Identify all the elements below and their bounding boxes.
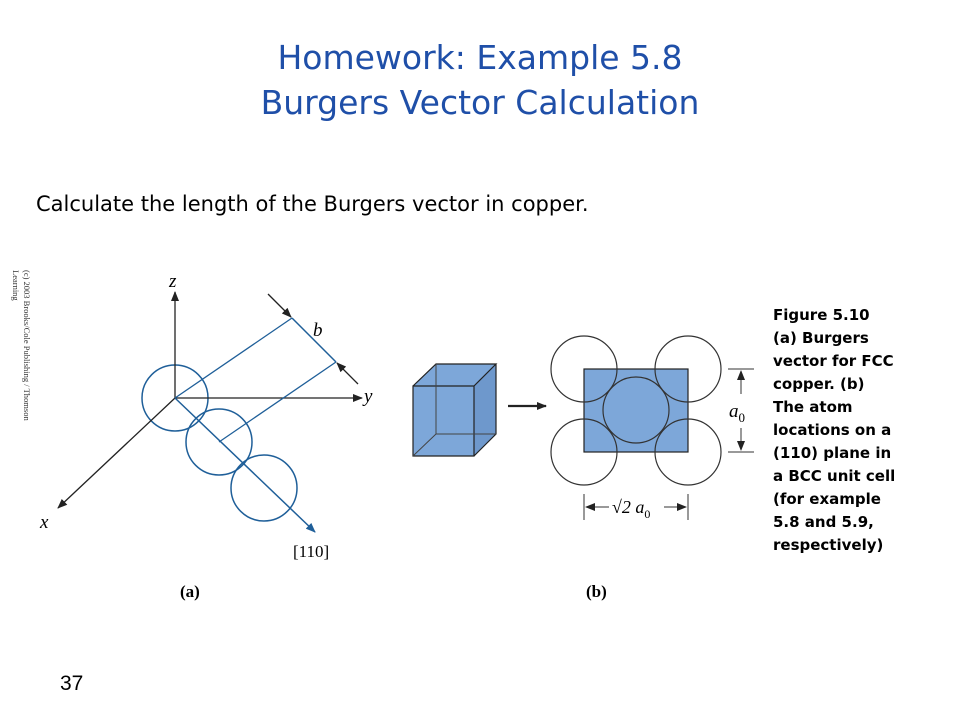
figure-b-diagram: a0 √2 a0 (b) [412, 335, 754, 601]
figure-a-label: (a) [180, 582, 200, 601]
caption-line: Figure 5.10 [773, 306, 870, 324]
x-axis [57, 397, 176, 509]
dim-vertical-label: a0 [729, 401, 745, 425]
atom-circle [185, 408, 253, 476]
direction-110-line [174, 397, 316, 533]
bcc-cube [412, 363, 498, 457]
caption-line: (for example [773, 490, 881, 508]
caption-line: 5.8 and 5.9, [773, 513, 874, 531]
figure-caption: Figure 5.10 (a) Burgers vector for FCC c… [773, 304, 953, 557]
caption-line: respectively) [773, 536, 884, 554]
caption-line: a BCC unit cell [773, 467, 896, 485]
caption-line: locations on a [773, 421, 892, 439]
caption-line: copper. (b) [773, 375, 865, 393]
projection-line-upper [174, 317, 293, 399]
corner-atom-top-left [550, 335, 618, 403]
y-axis-label: y [362, 386, 373, 407]
caption-line: The atom [773, 398, 853, 416]
burgers-arrow-lower [336, 362, 359, 385]
figure-a-diagram: z y x b [110] (a) [39, 271, 373, 601]
caption-line: vector for FCC [773, 352, 894, 370]
figure-5-10: z y x b [110] (a) a0 √2 a0 [39, 271, 754, 601]
slide-title-line-2: Burgers Vector Calculation [260, 83, 700, 122]
atom-circle [230, 454, 298, 522]
burgers-vector-label: b [313, 320, 323, 341]
x-axis-label: x [39, 512, 49, 533]
projection-line-lower [218, 361, 337, 443]
burgers-vector-b [291, 317, 337, 363]
caption-line: (a) Burgers [773, 329, 869, 347]
figure-b-label: (b) [586, 582, 607, 601]
z-axis-label: z [168, 271, 177, 292]
problem-statement: Calculate the length of the Burgers vect… [36, 192, 589, 216]
dim-vertical-symbol: a [729, 401, 739, 422]
corner-atom-bottom-left [550, 418, 618, 486]
caption-line: (110) plane in [773, 444, 892, 462]
burgers-arrow-upper [267, 293, 292, 318]
dim-vertical-subscript: 0 [739, 410, 746, 425]
cube-plane-110-far [474, 364, 496, 456]
dim-horizontal-subscript: 0 [644, 507, 650, 521]
corner-atom-bottom-right [654, 418, 722, 486]
cube-hidden-edges [412, 364, 496, 457]
dim-horizontal-symbol: √2 a [612, 497, 644, 517]
cube-plane-110 [413, 364, 496, 456]
dim-horizontal-label: √2 a0 [612, 497, 650, 521]
center-atom [602, 376, 670, 444]
page-number: 37 [60, 672, 84, 695]
slide-title-line-1: Homework: Example 5.8 [277, 38, 683, 77]
direction-110-label: [110] [293, 542, 329, 561]
corner-atom-top-right [654, 335, 722, 403]
